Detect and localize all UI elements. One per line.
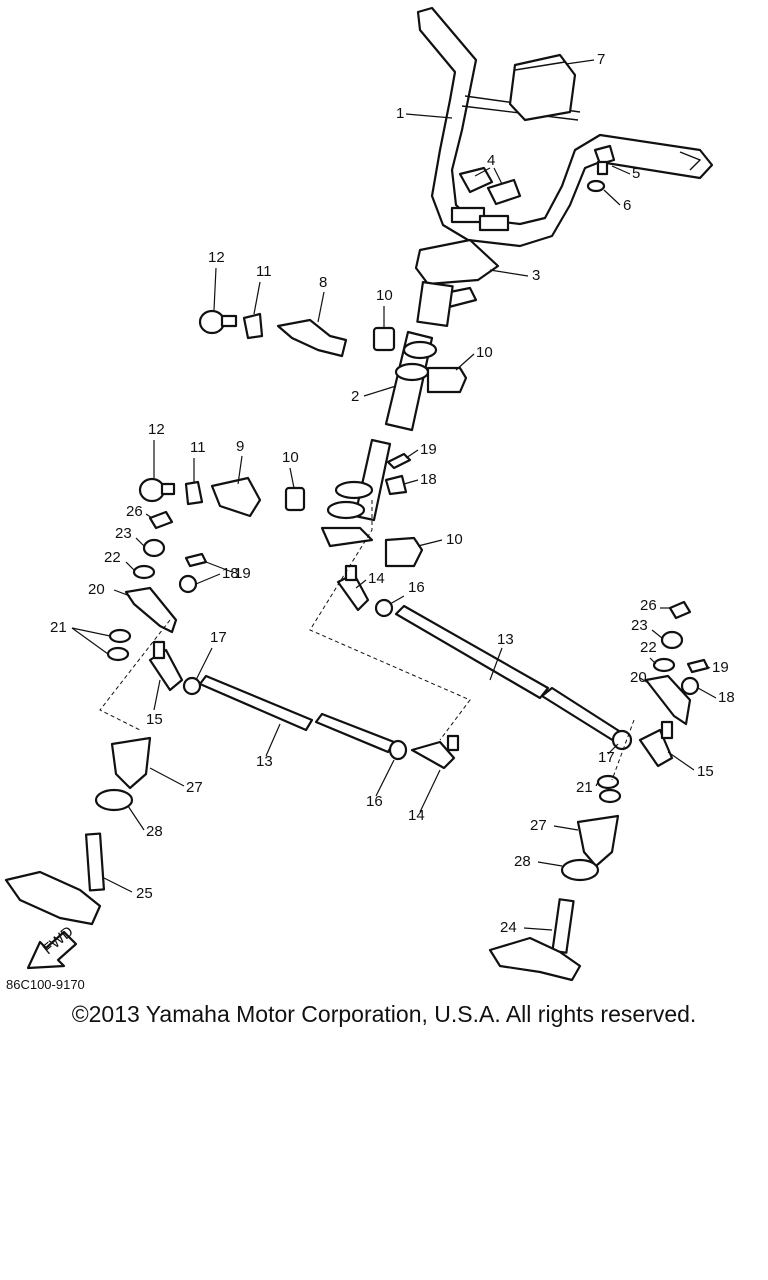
callout: 17	[210, 629, 227, 646]
tie-rod-left	[148, 640, 460, 770]
callout: 13	[256, 753, 273, 770]
steering-column	[320, 330, 438, 548]
callout: 18	[718, 689, 735, 706]
callout: 6	[623, 197, 631, 214]
right-knuckle-arm	[596, 600, 710, 804]
callouts: 1 2 3 4 5 6 7 8 9 10 10 10 10 11 11 12 1…	[50, 51, 735, 936]
handlebar	[416, 6, 714, 248]
callout: 19	[420, 441, 437, 458]
callout: 10	[476, 344, 493, 361]
callout: 11	[190, 439, 206, 456]
callout: 26	[126, 503, 143, 520]
callout: 27	[530, 817, 547, 834]
copyright-notice: ©2013 Yamaha Motor Corporation, U.S.A. A…	[71, 1001, 697, 1027]
callout: 21	[576, 779, 593, 796]
alignment-lines	[99, 500, 635, 781]
callout: 10	[376, 287, 393, 304]
callout: 28	[146, 823, 163, 840]
upper-arm-group	[198, 309, 348, 358]
callout: 27	[186, 779, 203, 796]
callout: 10	[446, 531, 463, 548]
tie-rod-end-center	[336, 564, 394, 618]
callout: 19	[712, 659, 729, 676]
callout: 12	[148, 421, 165, 438]
steering-parts-diagram: FWD 1 2 3 4 5 6 7 8 9 10 10 10 10 11 11 …	[4, 6, 735, 982]
callout: 25	[136, 885, 153, 902]
callout: 17	[598, 749, 615, 766]
callout: 12	[208, 249, 225, 266]
right-spindle	[488, 814, 620, 982]
callout: 20	[630, 669, 647, 686]
callout: 4	[487, 152, 495, 169]
callout: 20	[88, 581, 105, 598]
callout: 3	[532, 267, 540, 284]
callout: 13	[497, 631, 514, 648]
callout: 2	[351, 388, 359, 405]
center-pins	[384, 452, 412, 496]
fwd-arrow: FWD	[26, 923, 78, 970]
callout: 9	[236, 438, 244, 455]
callout: 8	[319, 274, 327, 291]
callout: 16	[408, 579, 425, 596]
column-upper-bracket	[414, 238, 500, 327]
callout: 1	[396, 105, 404, 122]
handlebar-switch	[508, 53, 577, 122]
tie-rod-right	[394, 604, 632, 748]
callout: 14	[368, 570, 385, 587]
callout: 15	[697, 763, 714, 780]
callout: 16	[366, 793, 383, 810]
callout: 18	[420, 471, 437, 488]
handlebar-holders	[458, 166, 522, 206]
callout: 14	[408, 807, 425, 824]
callout: 24	[500, 919, 517, 936]
handlebar-bolt	[586, 144, 616, 193]
callout: 7	[597, 51, 605, 68]
left-knuckle-arm	[106, 510, 208, 662]
lower-bracket-group	[138, 476, 424, 568]
callout: 19	[234, 565, 251, 582]
callout: 21	[50, 619, 67, 636]
callout: 23	[115, 525, 132, 542]
callout: 22	[640, 639, 657, 656]
callout: 26	[640, 597, 657, 614]
callout: 28	[514, 853, 531, 870]
callout: 15	[146, 711, 163, 728]
callout: 11	[256, 263, 272, 280]
left-spindle	[4, 736, 152, 926]
callout: 23	[631, 617, 648, 634]
callout: 22	[104, 549, 121, 566]
callout: 5	[632, 165, 640, 182]
callout: 10	[282, 449, 299, 466]
diagram-code: 86C100-9170	[6, 977, 85, 992]
